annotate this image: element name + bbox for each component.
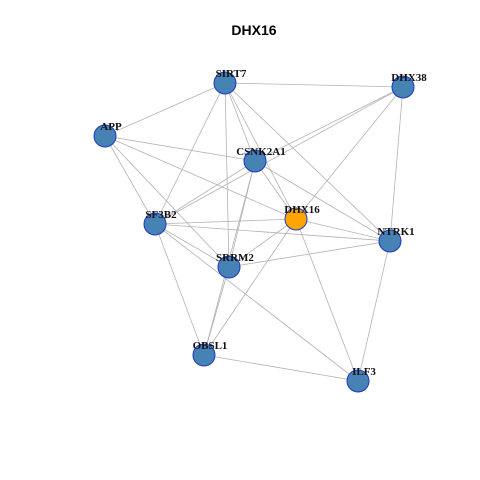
edge-sf3b2-srrm2: [154, 223, 230, 268]
node-csnk2a1: CSNK2A1: [236, 146, 286, 173]
edge-app-csnk2a1: [104, 135, 256, 162]
node-circle-sirt7: [213, 71, 237, 95]
node-label-app: APP: [100, 121, 122, 133]
node-sf3b2: SF3B2: [143, 209, 177, 236]
node-ilf3: ILF3: [346, 366, 376, 393]
edge-sirt7-app: [104, 82, 226, 137]
node-label-sirt7: SIRT7: [216, 68, 247, 80]
node-circle-dhx16: [284, 207, 308, 231]
edge-ntrk1-ilf3: [357, 240, 391, 382]
edge-sirt7-ntrk1: [224, 82, 391, 242]
edge-app-srrm2: [104, 135, 230, 268]
node-label-dhx38: DHX38: [391, 72, 427, 84]
node-label-obsl1: OBSL1: [193, 340, 228, 352]
node-circle-app: [93, 124, 117, 148]
node-app: APP: [93, 121, 122, 148]
edge-app-sf3b2: [104, 135, 156, 225]
node-circle-csnk2a1: [243, 149, 267, 173]
edge-dhx16-obsl1: [203, 218, 297, 356]
node-ntrk1: NTRK1: [377, 226, 415, 253]
edge-dhx16-srrm2: [228, 218, 297, 268]
edge-sf3b2-ntrk1: [154, 223, 391, 242]
edge-dhx16-ilf3: [295, 218, 359, 382]
edge-sirt7-sf3b2: [154, 82, 226, 225]
node-dhx16: DHX16: [284, 204, 320, 231]
node-dhx38: DHX38: [391, 72, 427, 99]
edge-csnk2a1-dhx16: [254, 160, 297, 220]
edge-dhx16-sf3b2: [154, 218, 297, 225]
edge-app-dhx16: [104, 135, 297, 220]
node-label-srrm2: SRRM2: [216, 252, 254, 264]
edge-sirt7-dhx38: [224, 82, 404, 88]
edge-sirt7-srrm2: [224, 82, 230, 268]
node-circle-dhx38: [391, 75, 415, 99]
node-sirt7: SIRT7: [213, 68, 247, 95]
edge-srrm2-obsl1: [203, 266, 230, 356]
node-circle-ntrk1: [378, 229, 402, 253]
edge-sirt7-csnk2a1: [224, 82, 256, 162]
diagram-title: DHX16: [231, 22, 276, 38]
node-label-ntrk1: NTRK1: [377, 226, 414, 238]
edge-layer: [104, 82, 404, 382]
node-circle-srrm2: [217, 255, 241, 279]
node-label-sf3b2: SF3B2: [145, 209, 177, 221]
edge-dhx38-csnk2a1: [254, 86, 404, 162]
edge-dhx38-dhx16: [295, 86, 404, 220]
edge-dhx38-sf3b2: [154, 86, 404, 225]
node-label-ilf3: ILF3: [352, 366, 376, 378]
edge-dhx16-ntrk1: [295, 218, 391, 242]
edge-sf3b2-ilf3: [154, 223, 359, 382]
node-label-csnk2a1: CSNK2A1: [236, 146, 286, 158]
node-circle-sf3b2: [143, 212, 167, 236]
node-label-dhx16: DHX16: [284, 204, 320, 216]
edge-obsl1-ilf3: [203, 354, 359, 382]
edge-sf3b2-obsl1: [154, 223, 205, 356]
edge-srrm2-ntrk1: [228, 240, 391, 268]
node-srrm2: SRRM2: [216, 252, 254, 279]
edge-csnk2a1-ntrk1: [254, 160, 391, 242]
edge-dhx38-ntrk1: [389, 86, 404, 242]
edge-csnk2a1-sf3b2: [154, 160, 256, 225]
node-circle-obsl1: [192, 343, 216, 367]
node-obsl1: OBSL1: [192, 340, 228, 367]
node-circle-ilf3: [346, 369, 370, 393]
